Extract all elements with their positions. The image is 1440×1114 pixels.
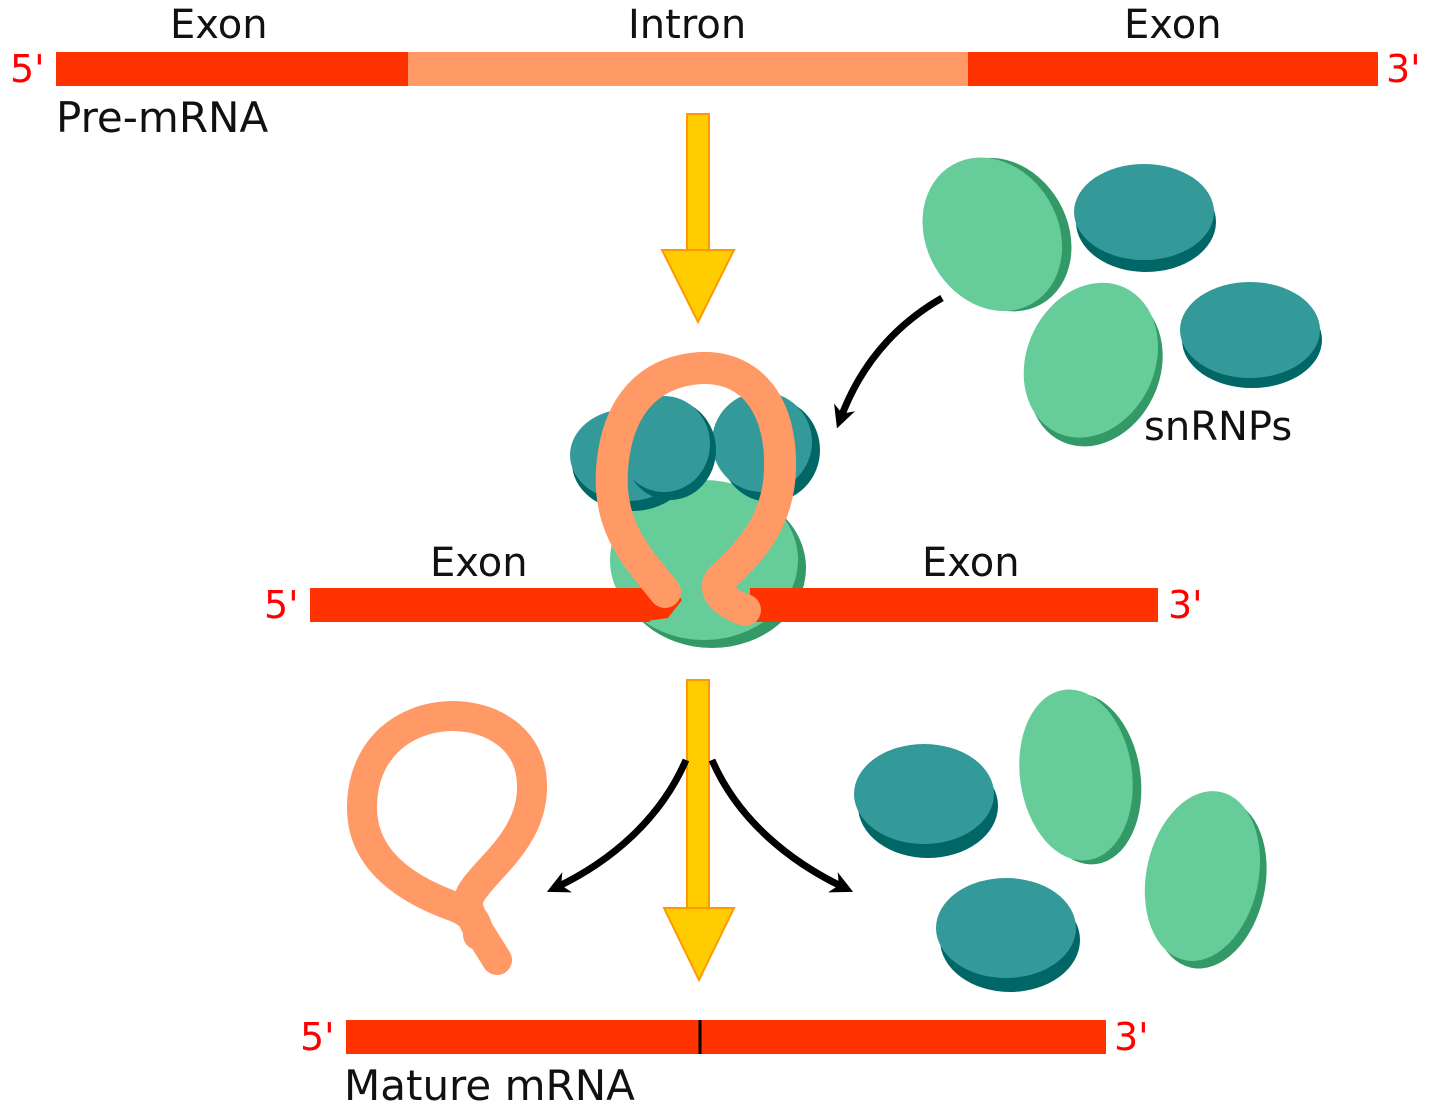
spliceosome-strand: 5' 3' Exon Exon — [264, 540, 1203, 627]
pre-mrna-exon-2-label: Exon — [1124, 2, 1222, 48]
intron-loop-icon — [595, 352, 797, 626]
pre-mrna-intron-label: Intron — [628, 2, 746, 48]
snrnps-label: snRNPs — [1144, 404, 1292, 450]
snrnp-icon — [1074, 164, 1216, 272]
pre-mrna-3prime: 3' — [1386, 47, 1421, 91]
spliceosome-exon-left — [310, 588, 650, 622]
spliceosome-5prime: 5' — [264, 583, 299, 627]
snrnp-icon — [618, 396, 716, 500]
mature-mrna-label: Mature mRNA — [344, 1061, 635, 1110]
snrnp-icon — [1023, 282, 1163, 447]
spliceosome-right-exon-label: Exon — [922, 540, 1020, 586]
pre-mrna-5prime: 5' — [10, 47, 45, 91]
spliceosome-3prime: 3' — [1168, 583, 1203, 627]
mature-mrna-exon-right — [700, 1020, 1106, 1054]
pre-mrna: 5' 3' Exon Intron Exon Pre-mRNA — [10, 2, 1421, 142]
curved-arrow-icon — [546, 758, 690, 893]
pre-mrna-intron — [408, 52, 968, 86]
snrnp-icon — [1180, 282, 1322, 388]
snrnp-cluster-released — [854, 689, 1267, 992]
pre-mrna-exon-1-label: Exon — [170, 2, 268, 48]
pre-mrna-label: Pre-mRNA — [56, 93, 268, 142]
snrnp-icon — [854, 744, 998, 858]
curved-arrow-icon — [834, 294, 944, 429]
down-arrow-icon — [660, 113, 736, 325]
spliceosome-left-exon-label: Exon — [430, 540, 528, 586]
mature-mrna-exon-left — [346, 1020, 700, 1054]
mature-mrna: 5' 3' Mature mRNA — [300, 1015, 1149, 1110]
snrnp-icon — [922, 157, 1072, 312]
mature-mrna-3prime: 3' — [1114, 1015, 1149, 1059]
snrnp-cluster-free: snRNPs — [922, 157, 1322, 450]
snrnp-icon — [1019, 689, 1142, 865]
down-arrow-icon — [662, 679, 736, 983]
pre-mrna-exon-2 — [968, 52, 1378, 86]
curved-arrow-icon — [708, 758, 854, 893]
snrnp-icon — [936, 878, 1080, 992]
spliceosome-exon-right — [750, 588, 1158, 622]
intron-lariat-icon — [346, 701, 547, 975]
pre-mrna-exon-1 — [56, 52, 408, 86]
snrnp-icon — [1144, 791, 1267, 969]
mature-mrna-5prime: 5' — [300, 1015, 335, 1059]
